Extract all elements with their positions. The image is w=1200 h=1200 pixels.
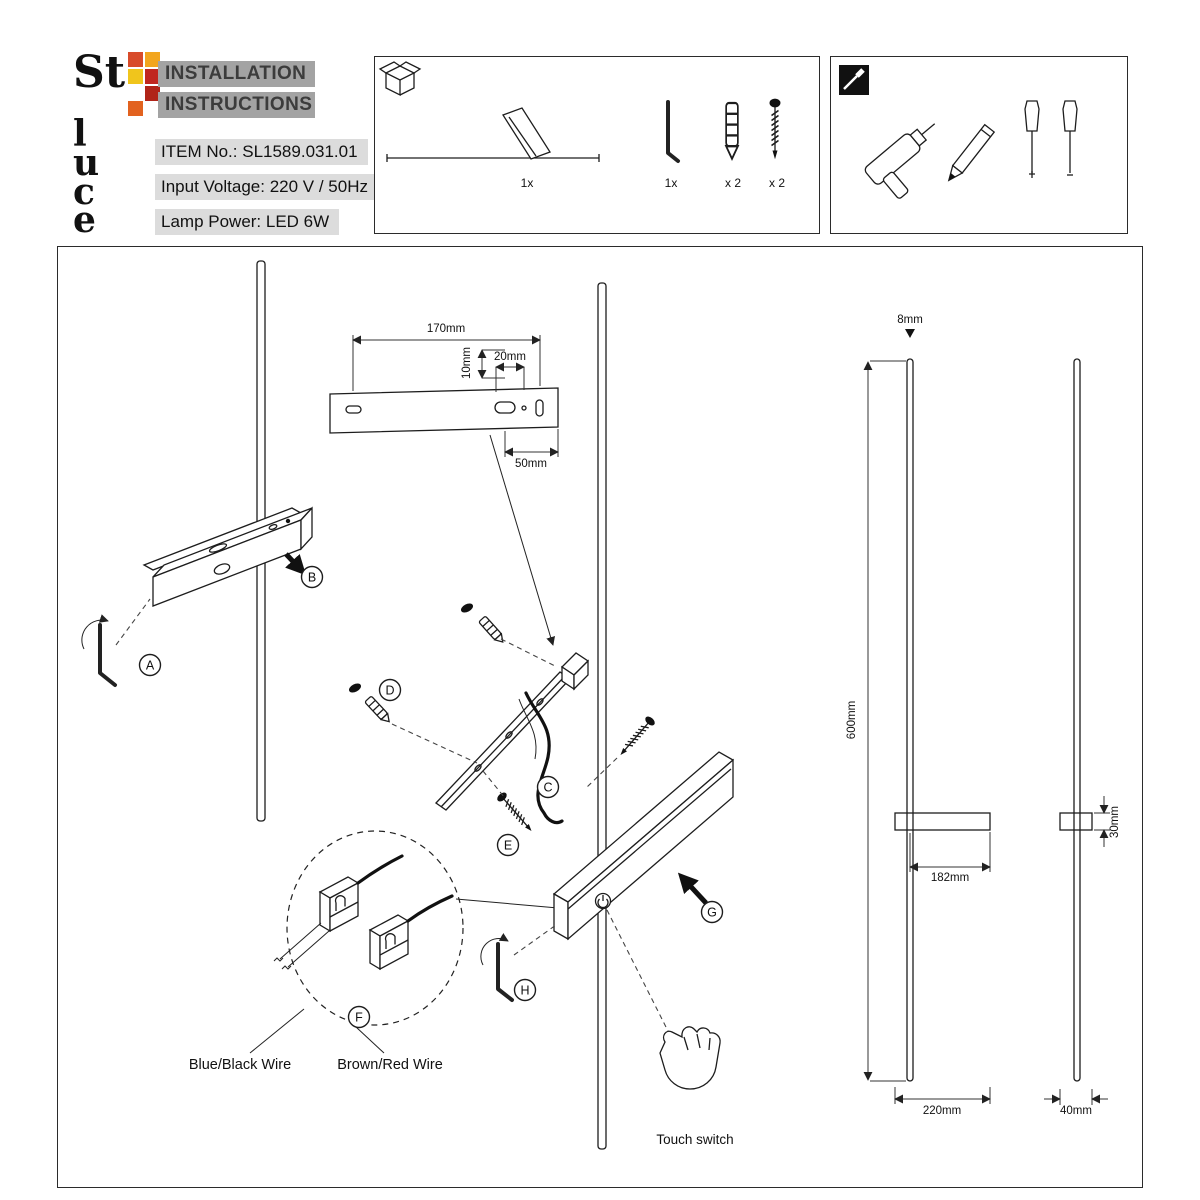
- screwdriver-flat-icon: [1062, 100, 1078, 176]
- svg-text:B: B: [308, 571, 316, 585]
- logo-mosaic-icon: [128, 52, 161, 116]
- step-marker-d: D: [378, 678, 402, 702]
- driver-box-assembly: [142, 506, 313, 607]
- dimension-view-side: 30mm 40mm: [1044, 358, 1121, 1117]
- pointing-hand: [659, 1026, 721, 1090]
- wall-anchor-part-drawing: [724, 101, 740, 160]
- hex-key-h: [480, 924, 557, 1002]
- logo-text-luce: luce: [73, 113, 100, 242]
- arrow-g: [677, 872, 708, 905]
- anchor-d-pair: [348, 683, 478, 764]
- dim-bracket-slot: 20mm: [494, 351, 526, 363]
- hex-key-a: [81, 598, 151, 687]
- svg-text:G: G: [707, 906, 717, 920]
- screw-qty-label: x 2: [769, 176, 785, 190]
- step-marker-h: H: [513, 978, 537, 1002]
- touch-switch-icon: [594, 892, 612, 910]
- step-marker-b: B: [300, 565, 324, 589]
- step-marker-g: G: [700, 900, 724, 924]
- step-marker-c: C: [536, 775, 560, 799]
- anchor-top-pair: [460, 603, 556, 667]
- touch-switch-label: Touch switch: [656, 1132, 733, 1147]
- svg-text:H: H: [520, 984, 529, 998]
- dim-arm-length: 182mm: [931, 872, 969, 884]
- package-contents-box: 1x 1x x 2 x 2: [374, 56, 820, 234]
- package-box-icon: [378, 61, 422, 97]
- bracket-dimensions: 170mm 10mm 20mm 50mm: [352, 323, 559, 470]
- item-number: ITEM No.: SL1589.031.01: [155, 139, 368, 165]
- dim-bracket-height: 10mm: [461, 347, 473, 379]
- bracket-leader-line: [489, 434, 555, 646]
- lamp-power: Lamp Power: LED 6W: [155, 209, 340, 235]
- wire-brown-label: Brown/Red Wire: [337, 1057, 443, 1073]
- wire-blue-label: Blue/Black Wire: [189, 1057, 291, 1073]
- dim-side-span: 40mm: [1060, 1105, 1092, 1117]
- brand-logo: St luce: [73, 47, 161, 238]
- dimension-view-front: 8mm 600mm 182mm 220mm: [846, 314, 991, 1117]
- lamp-rod-middle: [597, 282, 607, 1150]
- step-marker-e: E: [496, 833, 520, 857]
- drill-icon: [864, 123, 936, 199]
- tools-icon: [839, 65, 869, 95]
- svg-text:A: A: [146, 659, 155, 673]
- svg-text:C: C: [543, 781, 552, 795]
- screw-right: [584, 714, 658, 790]
- dim-rod-height: 600mm: [846, 701, 858, 739]
- title-installation: INSTALLATION: [158, 61, 315, 87]
- dim-arm-depth: 30mm: [1109, 806, 1121, 838]
- dim-rod-width: 8mm: [897, 314, 923, 326]
- hex-key-part-drawing: [666, 100, 680, 163]
- wall-bracket-assembly: [435, 652, 590, 825]
- step-marker-a: A: [138, 653, 162, 677]
- dim-bracket-length: 170mm: [427, 323, 465, 335]
- wiring-detail: [249, 830, 559, 1054]
- screw-e: [482, 770, 537, 836]
- lamp-qty-label: 1x: [521, 176, 534, 190]
- package-contents-drawing: 1x 1x x 2 x 2: [378, 61, 785, 190]
- screw-part-drawing: [768, 97, 782, 161]
- title-instructions: INSTRUCTIONS: [158, 92, 315, 118]
- svg-text:D: D: [385, 684, 394, 698]
- arrow-b: [284, 552, 307, 576]
- installation-diagram: 170mm 10mm 20mm 50mm: [81, 260, 1121, 1150]
- step-marker-f: F: [347, 1005, 371, 1029]
- installation-diagram-box: 170mm 10mm 20mm 50mm: [57, 246, 1143, 1188]
- mount-bracket-detail: [329, 387, 559, 434]
- title-block: INSTALLATION INSTRUCTIONS: [158, 61, 315, 123]
- svg-text:F: F: [355, 1011, 363, 1025]
- dim-bracket-end: 50mm: [515, 458, 547, 470]
- lamp-part-drawing: [386, 107, 600, 162]
- screwdriver-phillips-icon: [1024, 100, 1040, 178]
- tools-drawing: [839, 65, 1078, 199]
- pencil-icon: [947, 123, 996, 182]
- lamp-body: [552, 751, 735, 1034]
- input-voltage: Input Voltage: 220 V / 50Hz: [155, 174, 378, 200]
- tools-box: [830, 56, 1128, 234]
- anchor-qty-label: x 2: [725, 176, 741, 190]
- dim-base-span: 220mm: [923, 1105, 961, 1117]
- hex-key-qty-label: 1x: [665, 176, 678, 190]
- logo-text-st: St: [73, 47, 126, 98]
- spec-block: ITEM No.: SL1589.031.01 Input Voltage: 2…: [155, 139, 378, 244]
- svg-text:E: E: [504, 839, 512, 853]
